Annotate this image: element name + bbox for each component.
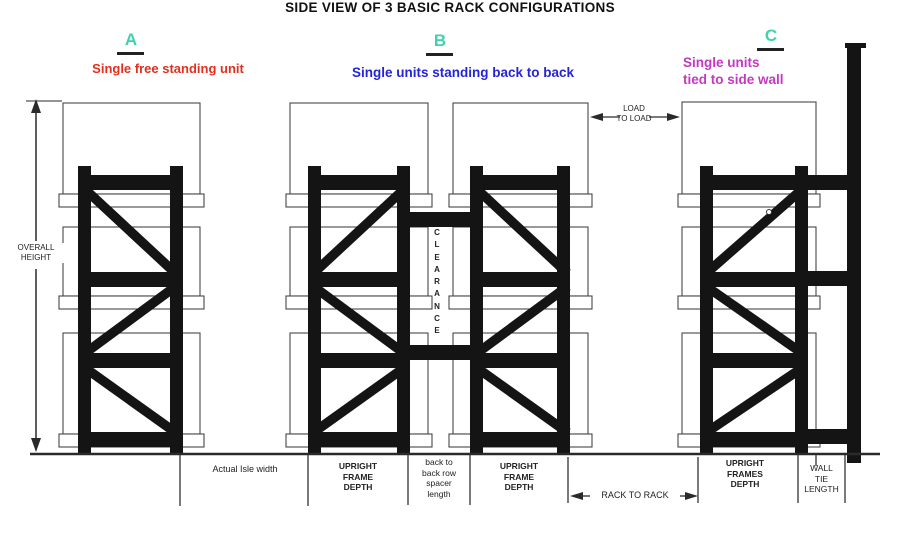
caption-c-line-2: tied to side wall [683,72,784,87]
overall-height-label: OVERALL HEIGHT [6,243,66,263]
caption-b: Single units standing back to back [351,65,575,80]
wall-ties [806,175,847,444]
upright-frame-depth-right-label: UPRIGHT FRAME DEPTH [470,461,568,493]
ufd-right-line-1: UPRIGHT [499,461,539,471]
section-letter-a: A [124,30,138,49]
rack-c-frame [700,166,808,455]
ufd-c-line-2: FRAMES [727,468,763,479]
upright-frame-depth-left-label: UPRIGHT FRAME DEPTH [309,461,407,493]
load-to-load-arrow [590,113,680,121]
load-to-load-line-2: TO LOAD [616,113,652,123]
wtl-line-3: LENGTH [804,484,839,494]
wall-tie-length-label: WALL TIE LENGTH [798,463,845,495]
rack-b-left-frame [308,166,410,455]
wtl-line-2: TIE [814,473,829,484]
ufd-right-line-2: FRAME [503,471,535,482]
diagram-title: SIDE VIEW OF 3 BASIC RACK CONFIGURATIONS [285,0,615,15]
b2b-line-1: back to [425,457,453,467]
back-to-back-spacer-label: back to back row spacer length [408,457,470,499]
ufd-right-line-3: DEPTH [504,482,534,492]
actual-isle-width-label: Actual Isle width [212,464,278,474]
upright-frames-depth-c-label: UPRIGHT FRAMES DEPTH [697,458,793,490]
section-letter-b-underline [426,53,453,56]
overall-height-arrow [26,99,62,452]
clearance-label: CLEARANCE [434,228,440,336]
ufd-c-line-3: DEPTH [730,479,760,489]
wtl-line-1: WALL [810,463,833,473]
ufd-left-line-3: DEPTH [343,482,373,492]
section-letter-c: C [764,26,778,45]
ufd-c-line-1: UPRIGHT [725,458,765,468]
bottom-dimension-ticks [179,455,846,506]
rack-to-rack-arrow [570,492,698,500]
caption-a: Single free standing unit [92,61,244,76]
rack-b-right-frame [470,166,571,455]
rack-to-rack-label: RACK TO RACK [601,490,669,500]
section-letter-b: B [433,31,447,50]
section-letter-a-underline [117,52,144,55]
ufd-left-line-1: UPRIGHT [338,461,378,471]
load-to-load-label: LOAD TO LOAD [604,104,664,123]
b2b-line-2: back row [421,467,456,478]
back-to-back-spacers [409,212,471,360]
overall-height-line-2: HEIGHT [20,253,52,262]
load-to-load-line-1: LOAD [623,104,645,113]
caption-c: Single units tied to side wall [683,54,853,88]
section-letter-c-underline [757,48,784,51]
b2b-line-4: length [427,488,451,499]
rack-a-frame [78,166,183,455]
side-wall [845,43,866,463]
b2b-line-3: spacer [426,478,452,488]
ufd-left-line-2: FRAME [342,471,374,482]
overall-height-line-1: OVERALL [17,243,55,252]
caption-c-line-1: Single units [683,55,760,70]
